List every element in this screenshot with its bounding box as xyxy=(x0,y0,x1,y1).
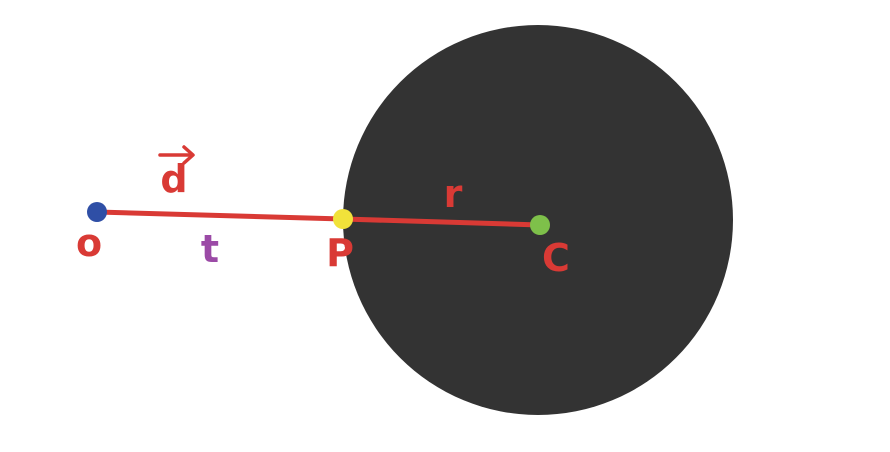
direction-label: d xyxy=(160,157,187,201)
radius-segment xyxy=(340,216,543,228)
intersection-label: P xyxy=(326,231,354,275)
t-label: t xyxy=(201,227,219,271)
origin-point xyxy=(87,202,107,222)
origin-label: o xyxy=(76,221,102,265)
center-label: C xyxy=(542,236,570,280)
vector-arrow-icon xyxy=(158,145,195,165)
intersection-point xyxy=(333,209,353,229)
radius-label: r xyxy=(444,172,463,216)
ray-segment xyxy=(94,209,346,222)
center-point xyxy=(530,215,550,235)
